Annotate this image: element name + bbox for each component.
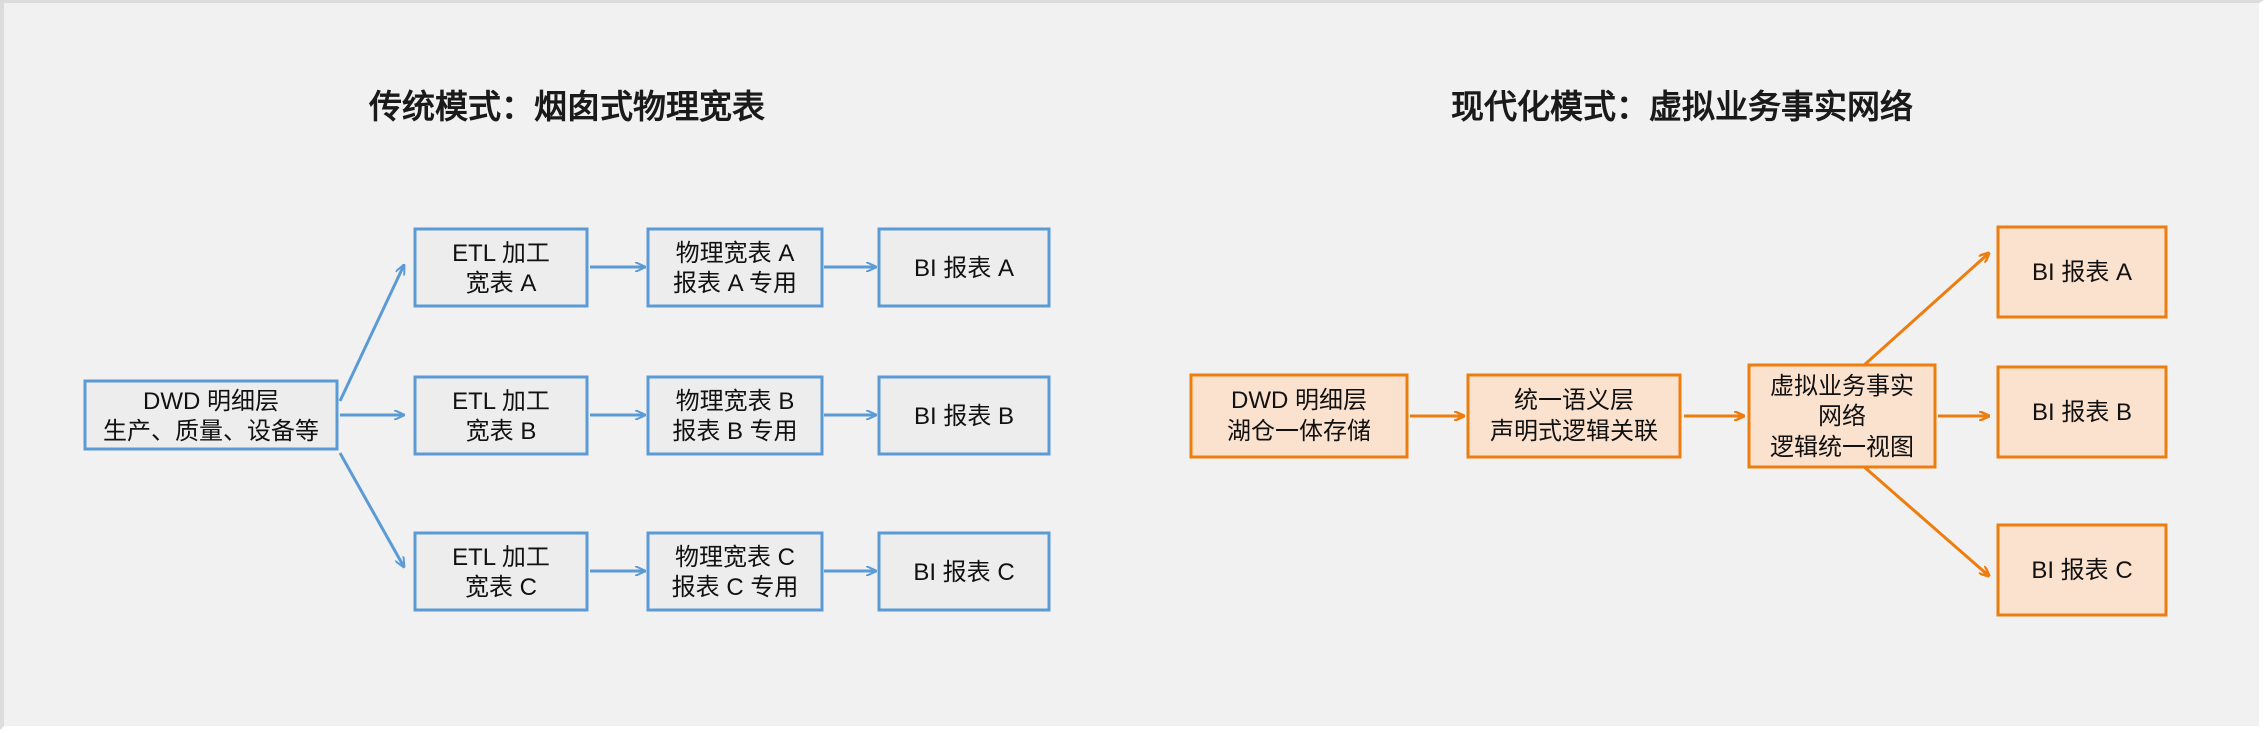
modern-semantic-line2: 声明式逻辑关联	[1490, 418, 1658, 445]
modern-bi-node-b[interactable]: BI 报表 B	[1996, 365, 2168, 459]
legacy-etl-b-line2: 宽表 B	[466, 418, 537, 445]
legacy-wide-node-b[interactable]: 物理宽表 B 报表 B 专用	[646, 375, 824, 456]
modern-bi-box-b[interactable]	[1996, 365, 2168, 459]
legacy-wide-box-b[interactable]	[646, 375, 824, 456]
legacy-bi-b-label: BI 报表 B	[914, 403, 1014, 430]
edge-network-to-bi-c	[1861, 463, 1989, 576]
legacy-panel-title: 传统模式：烟囱式物理宽表	[368, 88, 765, 125]
modern-bi-c-label: BI 报表 C	[2031, 557, 2132, 584]
legacy-etl-box-c[interactable]	[413, 531, 589, 612]
legacy-wide-a-line1: 物理宽表 A	[676, 240, 795, 267]
modern-source-line1: DWD 明细层	[1231, 387, 1367, 414]
legacy-etl-c-line1: ETL 加工	[452, 544, 550, 571]
legacy-wide-b-line1: 物理宽表 B	[676, 388, 795, 415]
legacy-bi-a-label: BI 报表 A	[914, 255, 1014, 282]
comparison-flow-diagram: 传统模式：烟囱式物理宽表 DWD 明细层 生产、质量、设备等 ETL 加工 宽表…	[83, 88, 2168, 617]
legacy-etl-node-a[interactable]: ETL 加工 宽表 A	[413, 227, 589, 308]
modern-source-line2: 湖仓一体存储	[1227, 418, 1371, 445]
legacy-bi-box-c[interactable]	[877, 531, 1051, 612]
modern-network-line1: 虚拟业务事实	[1770, 373, 1914, 400]
legacy-etl-a-line2: 宽表 A	[466, 270, 537, 297]
legacy-wide-box-a[interactable]	[646, 227, 824, 308]
legacy-etl-node-c[interactable]: ETL 加工 宽表 C	[413, 531, 589, 612]
legacy-source-line1: DWD 明细层	[143, 388, 279, 415]
legacy-wide-c-line2: 报表 C 专用	[672, 574, 799, 601]
modern-edges	[1410, 253, 1989, 576]
edge-source-to-etl-a	[338, 265, 404, 402]
legacy-bi-box-b[interactable]	[877, 375, 1051, 456]
modern-bi-box-a[interactable]	[1996, 225, 2168, 319]
modern-network-box[interactable]	[1747, 363, 1937, 469]
modern-network-node[interactable]: 虚拟业务事实 网络 逻辑统一视图	[1747, 363, 1937, 469]
legacy-etl-a-line1: ETL 加工	[452, 240, 550, 267]
modern-semantic-line1: 统一语义层	[1514, 387, 1634, 414]
modern-bi-node-a[interactable]: BI 报表 A	[1996, 225, 2168, 319]
legacy-bi-box-a[interactable]	[877, 227, 1051, 308]
modern-bi-b-label: BI 报表 B	[2032, 399, 2132, 426]
legacy-edges	[338, 265, 876, 571]
legacy-etl-box-a[interactable]	[413, 227, 589, 308]
legacy-wide-a-line2: 报表 A 专用	[673, 270, 797, 297]
legacy-wide-b-line2: 报表 B 专用	[672, 418, 797, 445]
modern-network-line3: 逻辑统一视图	[1770, 434, 1914, 461]
legacy-bi-node-c[interactable]: BI 报表 C	[877, 531, 1051, 612]
modern-bi-node-c[interactable]: BI 报表 C	[1996, 523, 2168, 617]
legacy-source-line2: 生产、质量、设备等	[103, 418, 319, 445]
modern-network-line2: 网络	[1818, 403, 1866, 430]
legacy-etl-c-line2: 宽表 C	[465, 574, 537, 601]
legacy-wide-node-c[interactable]: 物理宽表 C 报表 C 专用	[646, 531, 824, 612]
legacy-bi-c-label: BI 报表 C	[913, 559, 1014, 586]
legacy-bi-node-b[interactable]: BI 报表 B	[877, 375, 1051, 456]
modern-semantic-box[interactable]	[1466, 373, 1682, 459]
edge-source-to-etl-c	[338, 452, 404, 567]
legacy-wide-node-a[interactable]: 物理宽表 A 报表 A 专用	[646, 227, 824, 308]
edge-network-to-bi-a	[1860, 253, 1989, 369]
modern-bi-box-c[interactable]	[1996, 523, 2168, 617]
modern-semantic-node[interactable]: 统一语义层 声明式逻辑关联	[1466, 373, 1682, 459]
legacy-bi-node-a[interactable]: BI 报表 A	[877, 227, 1051, 308]
modern-source-box[interactable]	[1189, 373, 1409, 459]
legacy-etl-node-b[interactable]: ETL 加工 宽表 B	[413, 375, 589, 456]
modern-bi-a-label: BI 报表 A	[2032, 259, 2132, 286]
legacy-etl-b-line1: ETL 加工	[452, 388, 550, 415]
modern-panel-title: 现代化模式：虚拟业务事实网络	[1451, 88, 1913, 125]
legacy-etl-box-b[interactable]	[413, 375, 589, 456]
legacy-source-node[interactable]: DWD 明细层 生产、质量、设备等	[83, 379, 339, 451]
modern-source-node[interactable]: DWD 明细层 湖仓一体存储	[1189, 373, 1409, 459]
legacy-wide-box-c[interactable]	[646, 531, 824, 612]
legacy-wide-c-line1: 物理宽表 C	[675, 544, 795, 571]
legacy-source-box[interactable]	[83, 379, 339, 451]
